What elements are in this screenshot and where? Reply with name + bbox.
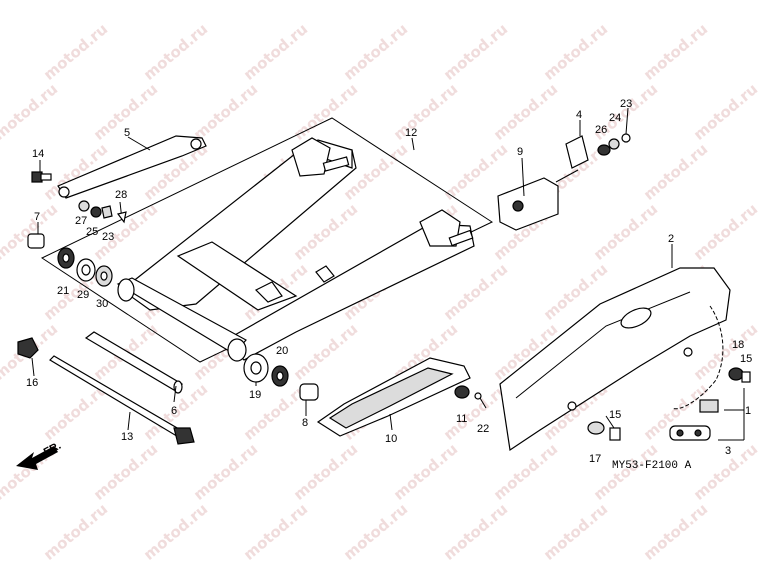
callout-7[interactable]: 7 xyxy=(34,211,40,223)
callout-26[interactable]: 26 xyxy=(595,124,607,136)
front-direction-arrow: FR. xyxy=(16,440,63,470)
callout-15-right[interactable]: 15 xyxy=(740,353,752,365)
direction-label: FR. xyxy=(42,440,63,459)
callout-17[interactable]: 17 xyxy=(589,453,601,465)
callout-4[interactable]: 4 xyxy=(576,109,582,121)
callout-9[interactable]: 9 xyxy=(517,146,523,158)
callout-16[interactable]: 16 xyxy=(26,377,38,389)
chain-adjuster-part[interactable] xyxy=(497,169,579,231)
adjuster-hardware-parts[interactable] xyxy=(565,133,631,169)
collar-8-part[interactable] xyxy=(299,383,319,401)
collar-part[interactable] xyxy=(27,233,45,249)
needle-bearing-parts[interactable] xyxy=(243,353,289,387)
callout-27[interactable]: 27 xyxy=(75,215,87,227)
chain-slider-part[interactable] xyxy=(316,357,471,437)
callout-12[interactable]: 12 xyxy=(405,127,417,139)
callout-23-right[interactable]: 23 xyxy=(620,98,632,110)
drive-chain-part[interactable] xyxy=(671,305,724,413)
slider-fasteners[interactable] xyxy=(454,385,487,409)
callout-8[interactable]: 8 xyxy=(302,417,308,429)
diagram-code: MY53-F2100 A xyxy=(612,460,692,472)
callout-labels: 1 2 3 4 5 6 7 8 9 10 11 12 13 14 15 15 1… xyxy=(26,98,752,465)
callout-1[interactable]: 1 xyxy=(745,405,751,417)
callout-18[interactable]: 18 xyxy=(732,339,744,351)
callout-5[interactable]: 5 xyxy=(124,127,130,139)
master-link-part[interactable] xyxy=(669,425,711,441)
swingarm-part[interactable] xyxy=(116,137,475,362)
callout-21[interactable]: 21 xyxy=(57,285,69,297)
callout-3[interactable]: 3 xyxy=(725,445,731,457)
callout-15-lower[interactable]: 15 xyxy=(609,409,621,421)
callout-29[interactable]: 29 xyxy=(77,289,89,301)
chain-case-part[interactable] xyxy=(499,267,731,452)
callout-24[interactable]: 24 xyxy=(609,112,621,124)
callout-11[interactable]: 11 xyxy=(456,413,467,425)
pivot-bolt-part[interactable] xyxy=(49,355,195,445)
callout-19[interactable]: 19 xyxy=(249,389,261,401)
callout-30[interactable]: 30 xyxy=(96,298,108,310)
fastener-parts[interactable] xyxy=(78,200,127,224)
callout-6[interactable]: 6 xyxy=(171,405,177,417)
callout-14[interactable]: 14 xyxy=(32,148,44,160)
callout-23-left[interactable]: 23 xyxy=(102,231,114,243)
torque-link-part[interactable] xyxy=(57,135,207,199)
callout-13[interactable]: 13 xyxy=(121,431,133,443)
callout-25[interactable]: 25 xyxy=(86,226,98,238)
leader-lines xyxy=(31,107,745,441)
callout-20[interactable]: 20 xyxy=(276,345,288,357)
callout-10[interactable]: 10 xyxy=(385,433,397,445)
callout-28[interactable]: 28 xyxy=(115,189,127,201)
bolt-part[interactable] xyxy=(31,171,52,183)
pivot-nut-part[interactable] xyxy=(17,337,39,359)
swingarm-assembly-box xyxy=(40,117,494,363)
callout-2[interactable]: 2 xyxy=(668,233,674,245)
pivot-bearing-parts[interactable] xyxy=(57,247,113,287)
callout-22[interactable]: 22 xyxy=(477,423,489,435)
chain-case-fasteners[interactable] xyxy=(587,367,751,441)
